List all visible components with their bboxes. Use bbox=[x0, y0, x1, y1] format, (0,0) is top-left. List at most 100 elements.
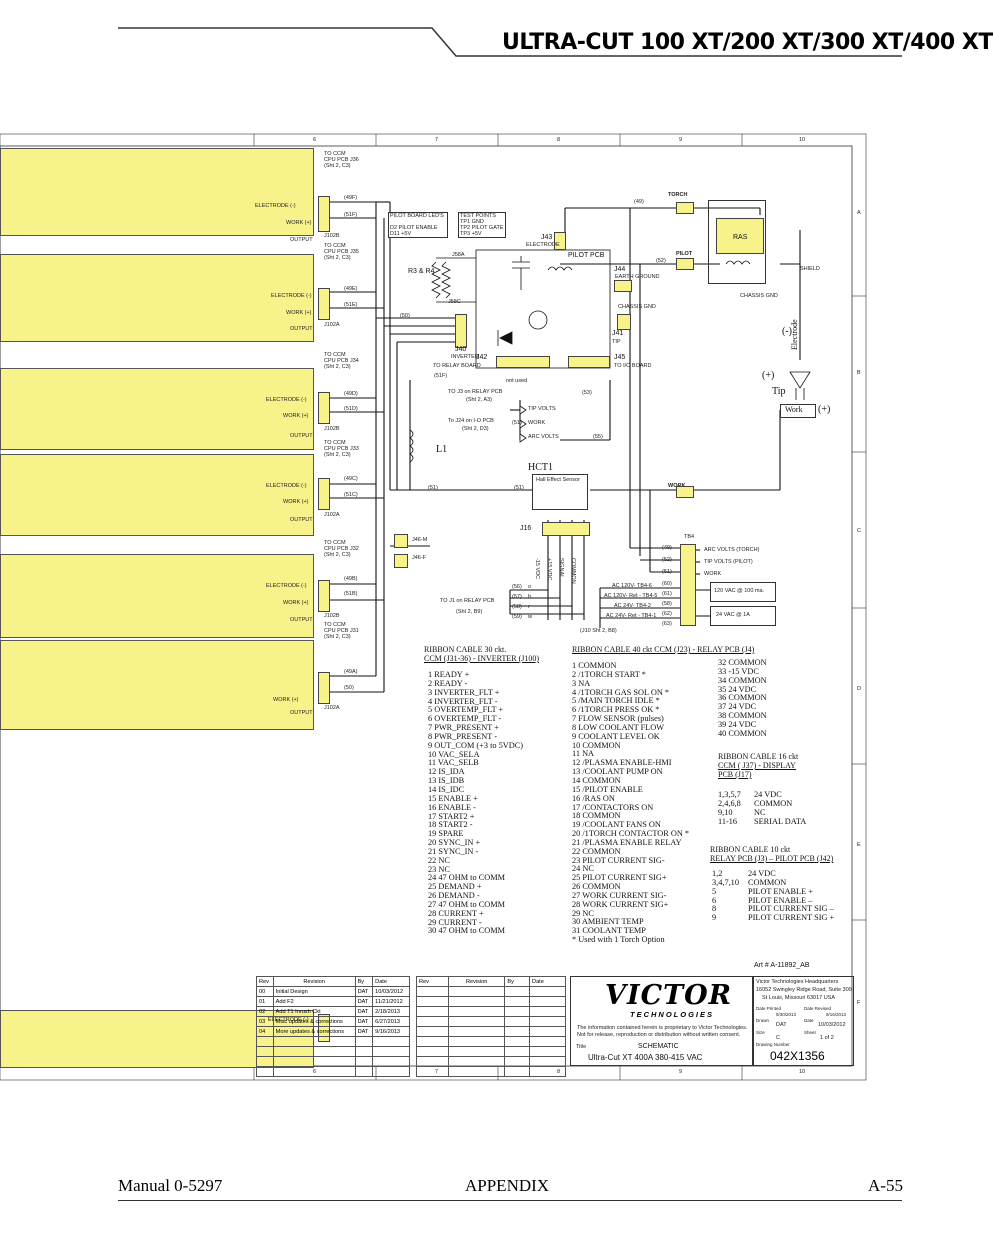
j58a-label: J58A bbox=[452, 252, 465, 258]
ribbon30-title1: RIBBON CABLE 30 ckt. bbox=[424, 645, 507, 654]
ribbon30.items-item: 3 INVERTER_FLT + bbox=[428, 687, 500, 697]
inv4-wire-e: (49C) bbox=[344, 476, 358, 482]
rev-cell bbox=[447, 1046, 506, 1057]
revision-row bbox=[416, 1006, 566, 1017]
hq-label: Victor Technologies Headquarters bbox=[756, 979, 839, 985]
rev-cell bbox=[529, 1066, 566, 1077]
ribbon40.items-item: 15 /PILOT ENABLE bbox=[572, 784, 643, 794]
shield-label: SHIELD bbox=[800, 266, 820, 272]
ribbon40.items-item: 19 /COOLANT FANS ON bbox=[572, 820, 661, 830]
rev-cell bbox=[529, 1016, 566, 1027]
ribbon30.items-item: 8 PWR_PRESENT - bbox=[428, 731, 497, 741]
ribbon30.items-item: 17 START2 + bbox=[428, 811, 475, 821]
ribbon30.items-item: 21 SYNC_IN - bbox=[428, 846, 479, 856]
drawn-value: DAT bbox=[776, 1022, 787, 1028]
revision-row bbox=[416, 1036, 566, 1047]
rev-cell bbox=[354, 1046, 374, 1057]
inv1-sht: (Sht 2, C3) bbox=[324, 163, 351, 169]
wire-53: (53) bbox=[582, 390, 592, 396]
drawing-number-lbl: Drawing Number bbox=[756, 1042, 790, 1047]
ribbon40.items-item: 8 LOW COOLANT FLOW bbox=[572, 722, 665, 732]
inv2-to: TO CCM bbox=[324, 243, 346, 249]
ribbon40.items-item: 5 /MAIN TORCH IDLE * bbox=[572, 696, 660, 706]
rev-header: Revision bbox=[272, 976, 356, 987]
sheet-lbl: Sheet bbox=[804, 1030, 816, 1035]
rev-cell bbox=[529, 1006, 566, 1017]
ribbon30.items-item: 5 OVERTEMP_FLT + bbox=[428, 705, 504, 715]
rev-cell bbox=[354, 1056, 374, 1067]
rev-cell bbox=[504, 1056, 531, 1067]
footer-section: APPENDIX bbox=[465, 1176, 550, 1195]
ribbon10-title1: RIBBON CABLE 10 ckt bbox=[710, 845, 791, 854]
j41-label: J41 bbox=[612, 330, 624, 337]
inv6-to: TO CCM bbox=[324, 622, 346, 628]
grid-col-10: 10 bbox=[799, 137, 806, 143]
rev-cell bbox=[529, 1026, 566, 1037]
rev-cell: 11/21/2012 bbox=[372, 996, 410, 1007]
inv4-to: TO CCM bbox=[324, 440, 346, 446]
pin-number: 1,2 bbox=[712, 869, 723, 878]
tp2: TP2 PILOT GATE bbox=[460, 225, 504, 231]
sheet-value: 1 of 2 bbox=[820, 1035, 834, 1041]
hq-addr2: St Louis, Missouri 63017 USA bbox=[762, 995, 836, 1001]
rev-cell bbox=[372, 1056, 410, 1067]
ribbon30.items-item: 2 READY - bbox=[428, 678, 468, 688]
rev-cell: More updates & corrections bbox=[272, 1026, 356, 1037]
hct-w56: (56) bbox=[512, 584, 522, 590]
revision-row bbox=[416, 986, 566, 997]
tp3: TP3 +5V bbox=[460, 231, 482, 237]
tip-torch-label: Tip bbox=[772, 386, 786, 397]
pilot-pcb-title: PILOT PCB bbox=[568, 252, 605, 259]
inv1-electrode: ELECTRODE (-) bbox=[255, 203, 296, 209]
hct-w: w bbox=[528, 614, 532, 620]
ribbon40.items-item: 22 COMMON bbox=[572, 846, 621, 856]
tb4-tip: TIP VOLTS (PILOT) bbox=[704, 559, 753, 565]
rev-cell bbox=[447, 996, 506, 1007]
hct-pin-1: -15 VDC bbox=[534, 558, 540, 580]
ribbon40.items-item: 20 /1TORCH CONTACTOR ON * bbox=[572, 829, 690, 839]
pin-number: 1,3,5,7 bbox=[718, 790, 741, 799]
ribbon40.items-item: 24 NC bbox=[572, 864, 594, 874]
victor-logo[interactable]: VICTOR bbox=[605, 980, 733, 1011]
rev-cell bbox=[256, 1056, 274, 1067]
ac1-label: AC 120V- TB4-6 bbox=[612, 583, 652, 589]
inverter-1-connector bbox=[318, 196, 330, 232]
rev-cell bbox=[272, 1066, 356, 1077]
ac2-label: AC 120V- Ret - TB4-5 bbox=[604, 593, 658, 599]
wire-55: (55) bbox=[593, 434, 603, 440]
wire-52: (52) bbox=[656, 258, 666, 264]
grid-row-f: F bbox=[857, 1000, 861, 1006]
product-label: Ultra-Cut XT 400A 380-415 VAC bbox=[588, 1053, 703, 1062]
rev-cell bbox=[256, 1036, 274, 1047]
tip-label: TIP bbox=[612, 339, 621, 345]
rev-cell: 01 bbox=[256, 996, 274, 1007]
ribbon16-title1: RIBBON CABLE 16 ckt bbox=[718, 752, 799, 761]
pilot-label: PILOT bbox=[676, 251, 693, 257]
ribbon40.items-item: 25 PILOT CURRENT SIG+ bbox=[572, 873, 667, 883]
rev-cell bbox=[447, 1026, 506, 1037]
j43-label: J43 bbox=[541, 234, 553, 241]
revision-row bbox=[416, 996, 566, 1007]
inv1-wire-e: (49F) bbox=[344, 195, 358, 201]
proprietary-1: The information contained herein is prop… bbox=[577, 1025, 748, 1031]
inv5-wire-e: (49B) bbox=[344, 576, 358, 582]
vac24-label: 24 VAC @ 1A bbox=[716, 612, 750, 618]
ribbon40.items-item: 10 COMMON bbox=[572, 740, 621, 750]
pin-number: 11-16 bbox=[718, 816, 738, 826]
ribbon40.items2-item: 39 24 VDC bbox=[718, 719, 757, 729]
revision-row bbox=[256, 1056, 410, 1067]
ribbon30.items-item: 4 INVERTER_FLT - bbox=[428, 696, 498, 706]
tb4-w3: (60) bbox=[662, 581, 672, 587]
rev-cell bbox=[447, 1066, 506, 1077]
rev-cell bbox=[256, 1066, 274, 1077]
rev-header: By bbox=[354, 976, 374, 987]
ribbon30.items-item: 1 READY + bbox=[428, 670, 470, 679]
rev-cell bbox=[416, 1036, 449, 1047]
page-title: ULTRA-CUT 100 XT/200 XT/300 XT/400 XT bbox=[502, 30, 993, 55]
inverter-4-box bbox=[0, 454, 314, 536]
size-lbl: Size bbox=[756, 1030, 765, 1035]
